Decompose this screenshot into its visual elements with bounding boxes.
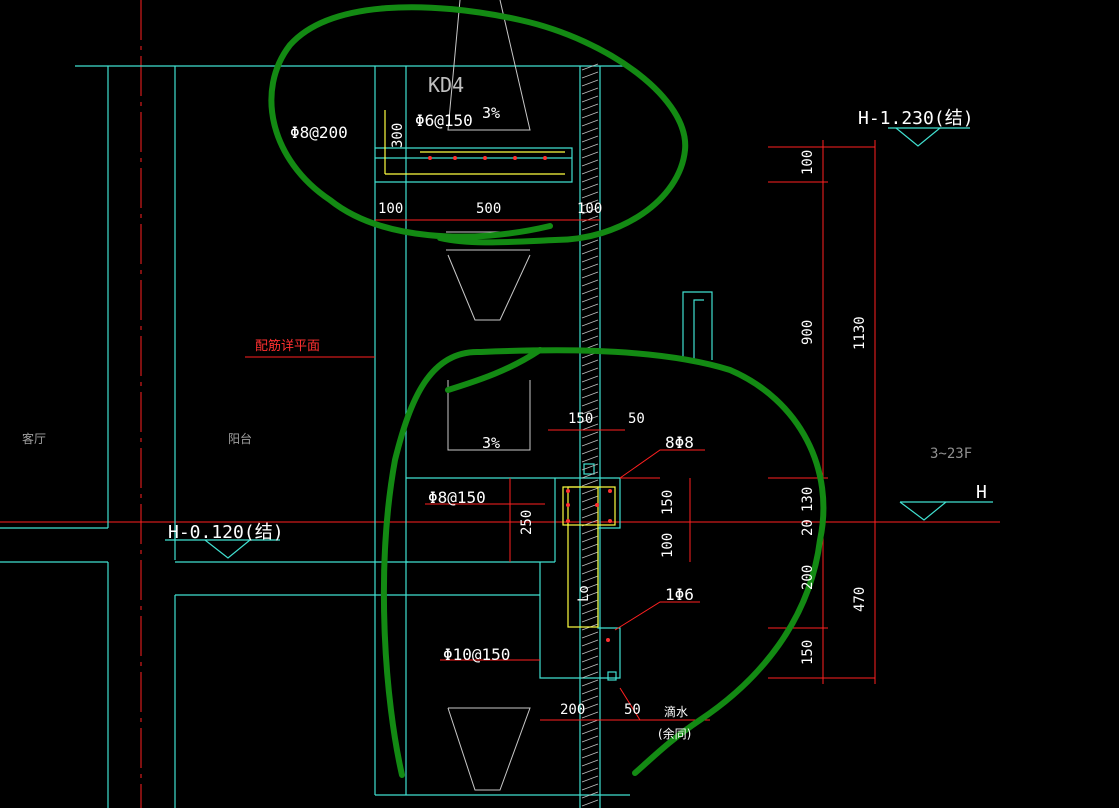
label-rebar-mid: Φ8@150 [428, 488, 486, 507]
label-slope-top: 3% [482, 104, 500, 122]
label-rebar-top-b: Φ6@150 [415, 111, 473, 130]
label-rebar-8d8: 8Φ8 [665, 433, 694, 452]
rebar-dots [428, 156, 612, 642]
dim-lo: Lo [576, 585, 592, 602]
label-note-red: 配筋详平面 [255, 338, 320, 354]
dim-200: 200 [560, 702, 585, 718]
axis-lines [0, 0, 1000, 808]
label-elev-h: H [976, 482, 987, 503]
label-rebar-1d6: 1Φ6 [665, 585, 694, 604]
dim-r470: 470 [852, 587, 868, 612]
label-drip: 滴水 [664, 704, 688, 719]
dim-100c: 100 [660, 533, 676, 558]
dim-50a: 50 [628, 411, 645, 427]
elevation-symbols [165, 127, 993, 559]
dim-100b: 100 [577, 201, 602, 217]
opening-symbols [446, 0, 531, 791]
label-rebar-bottom: Φ10@150 [443, 645, 510, 664]
label-kd4: KD4 [428, 73, 464, 97]
dim-250: 250 [519, 510, 535, 535]
dim-500: 500 [476, 201, 501, 217]
label-elev-mid: H-0.120(结) [168, 522, 284, 543]
dim-100a: 100 [378, 201, 403, 217]
dimension-texts: 300 100 500 100 150 50 250 150 100 Lo 20… [378, 123, 868, 718]
dimension-lines [245, 140, 876, 721]
dim-150b: 150 [660, 490, 676, 515]
label-rebar-top-a: Φ8@200 [290, 123, 348, 142]
label-elev-top: H-1.230(结) [858, 108, 974, 129]
dim-r100: 100 [800, 150, 816, 175]
label-room-balcony: 阳台 [228, 431, 252, 446]
dim-r900: 900 [800, 320, 816, 345]
dim-r200: 200 [800, 565, 816, 590]
rebar-lines [384, 110, 616, 628]
dim-r20: 20 [800, 519, 816, 536]
dim-r150: 150 [800, 640, 816, 665]
label-room-living: 客厅 [22, 431, 46, 446]
label-floors: 3~23F [930, 446, 972, 462]
dim-r1130: 1130 [852, 316, 868, 350]
dim-50b: 50 [624, 702, 641, 718]
dim-300: 300 [390, 123, 406, 148]
label-slope-mid: 3% [482, 434, 500, 452]
dim-r130: 130 [800, 487, 816, 512]
dim-150a: 150 [568, 411, 593, 427]
wall-hatch [581, 63, 599, 807]
text-labels: KD4 3% 3% Φ8@200 Φ6@150 Φ8@150 8Φ8 1Φ6 Φ… [22, 73, 987, 741]
label-drip-note: (余同) [658, 726, 691, 741]
markup-annotations [268, 4, 827, 778]
